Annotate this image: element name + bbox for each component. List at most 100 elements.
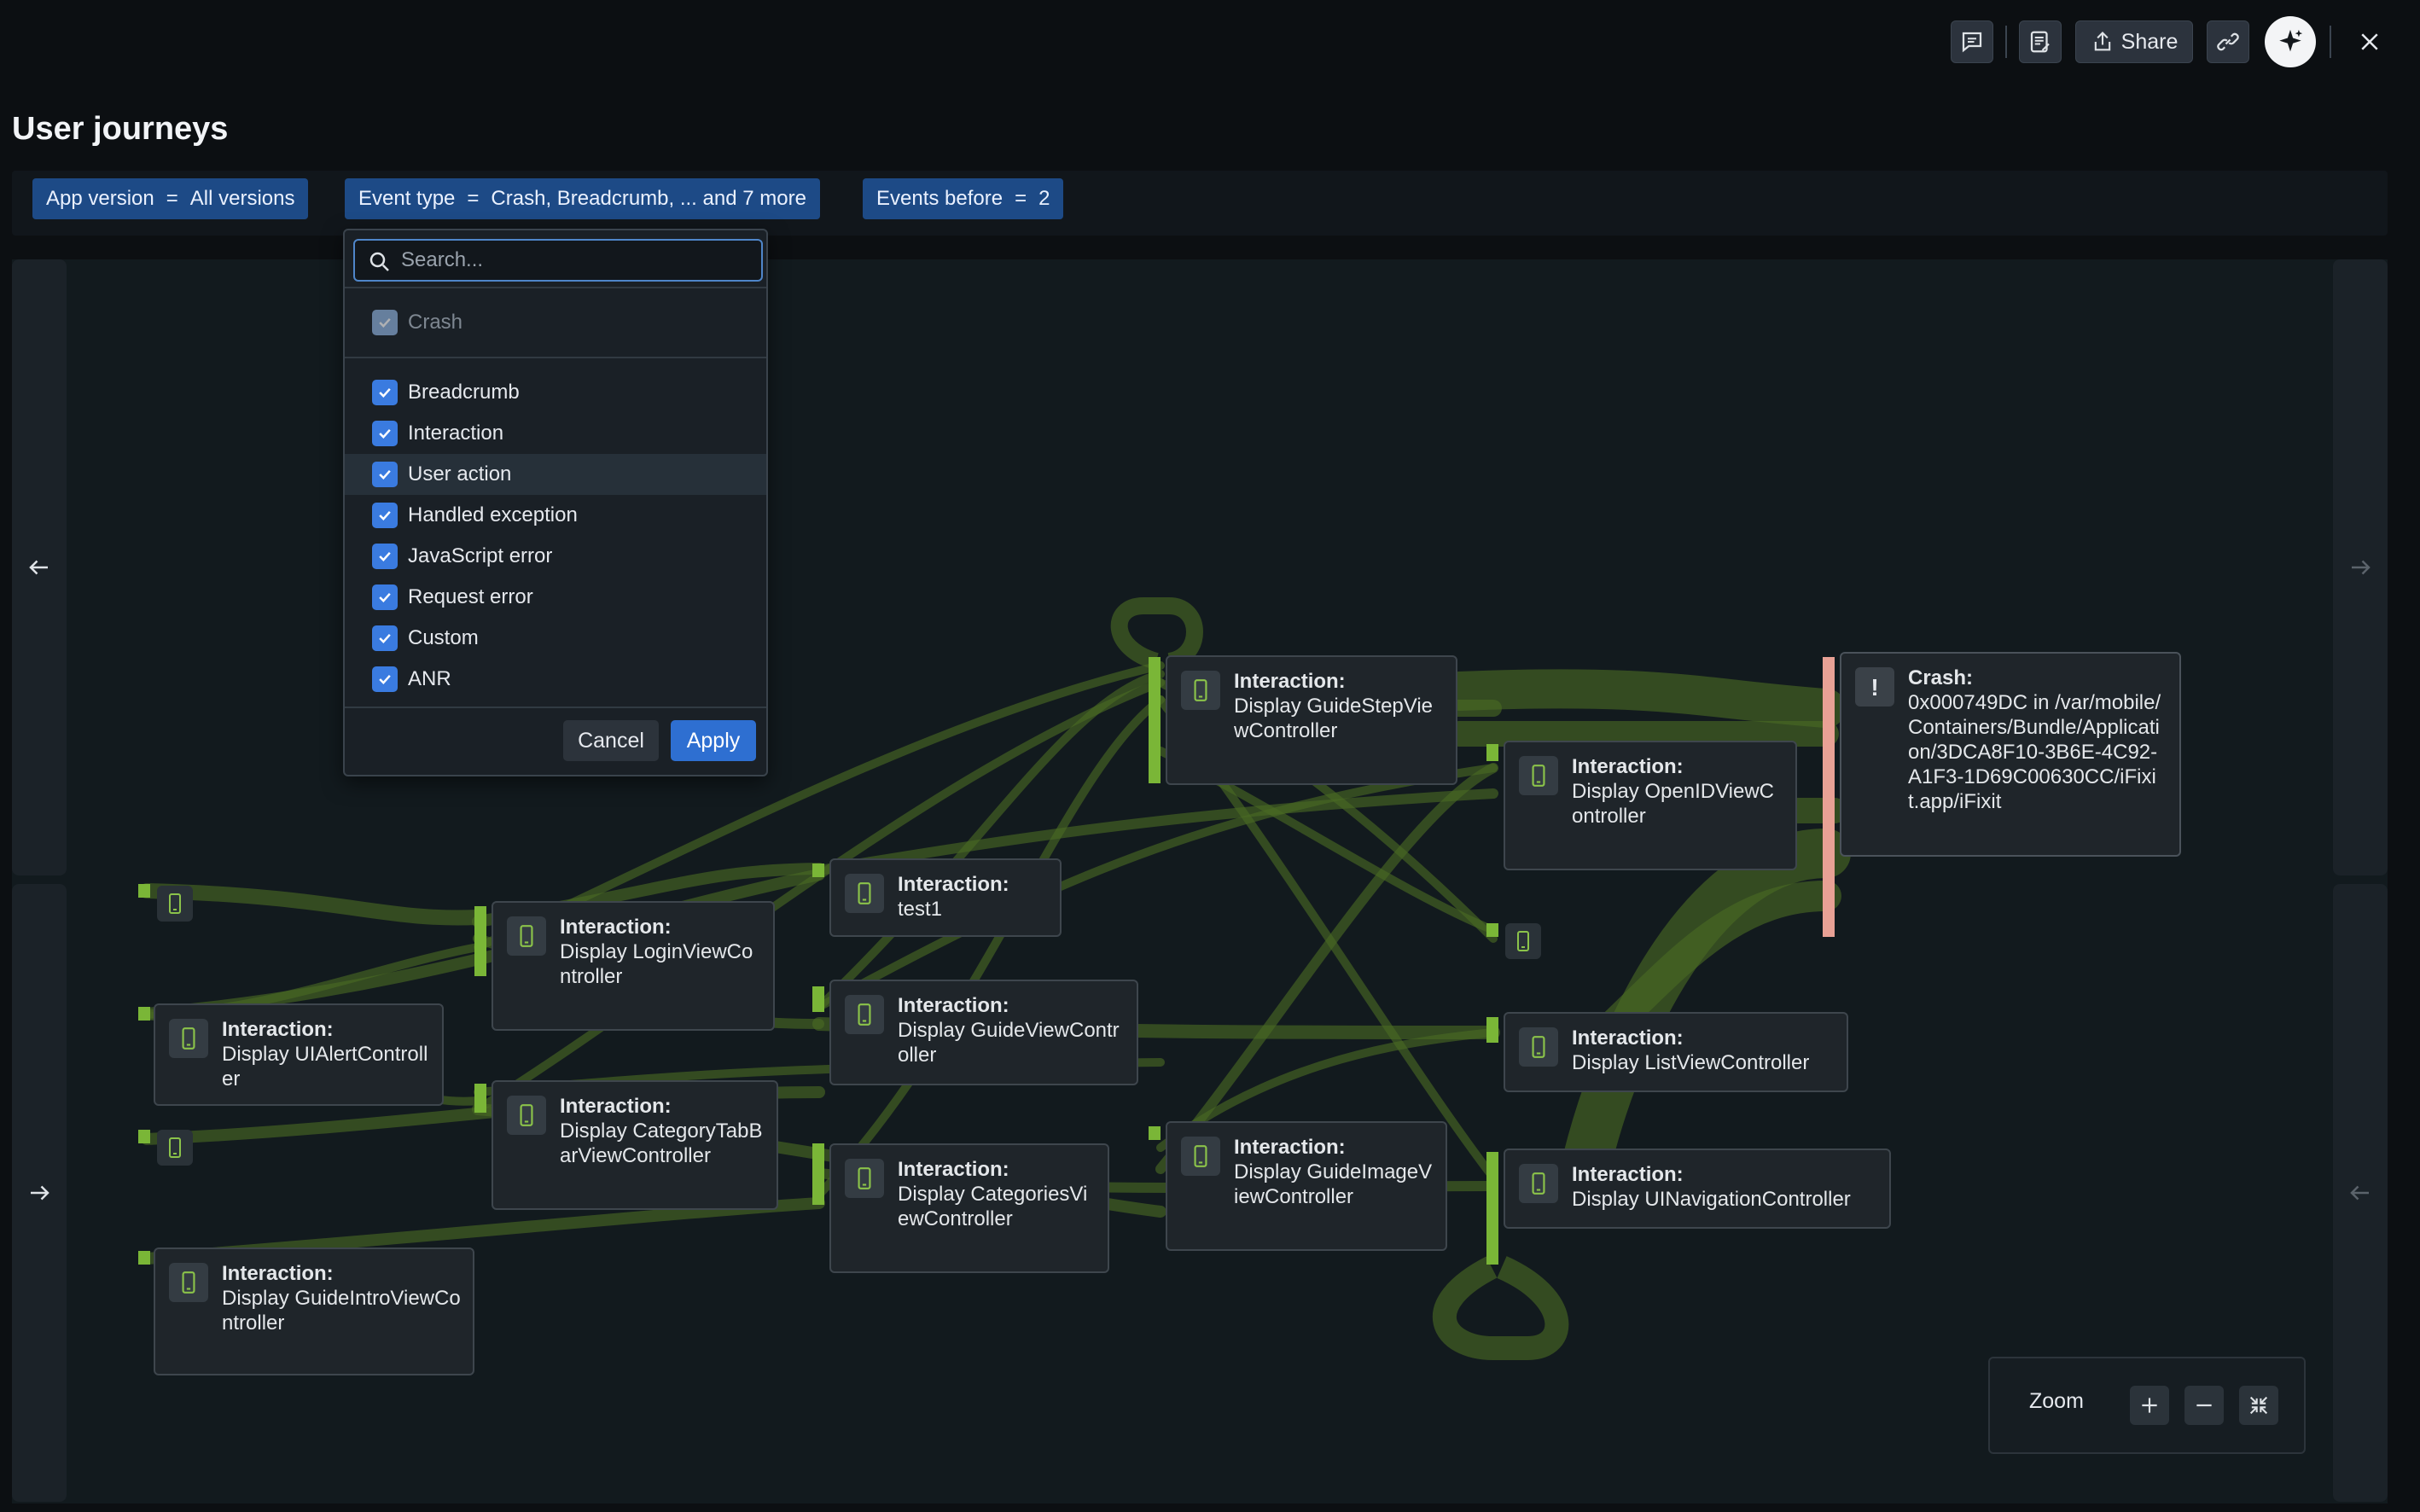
option-handled-exception[interactable]: Handled exception xyxy=(345,495,766,536)
phone-icon xyxy=(169,893,181,914)
filter-chip-events-before[interactable]: Events before = 2 xyxy=(863,178,1064,219)
node-title: Interaction: xyxy=(1572,1163,1684,1186)
event-node-guideview[interactable]: Interaction: Display GuideViewController xyxy=(829,980,1138,1085)
scroll-left-bottom-button[interactable] xyxy=(2333,884,2388,1502)
arrow-left-icon xyxy=(29,560,48,575)
node-detail: Display LoginViewController xyxy=(560,940,753,988)
option-label: Interaction xyxy=(408,422,504,445)
scroll-right-top-button[interactable] xyxy=(2333,259,2388,875)
search-input[interactable] xyxy=(399,247,761,273)
option-label: ANR xyxy=(408,667,451,690)
checkbox-checked-icon[interactable] xyxy=(372,421,398,446)
phone-icon xyxy=(1519,1027,1558,1067)
event-node-mini[interactable] xyxy=(157,1130,193,1166)
checkbox-checked-icon[interactable] xyxy=(372,544,398,569)
event-node-mini[interactable] xyxy=(157,886,193,922)
phone-icon xyxy=(845,995,884,1034)
collapse-icon xyxy=(2249,1396,2268,1415)
option-custom[interactable]: Custom xyxy=(345,618,766,659)
option-user-action[interactable]: User action xyxy=(345,454,766,495)
checkbox-checked-icon[interactable] xyxy=(372,584,398,610)
node-title: Interaction: xyxy=(1234,670,1346,693)
arrow-right-icon xyxy=(31,1185,49,1201)
search-field[interactable] xyxy=(353,239,763,282)
event-node-mini[interactable] xyxy=(1505,923,1541,959)
scroll-right-bottom-button[interactable] xyxy=(12,884,67,1502)
cancel-button[interactable]: Cancel xyxy=(563,720,659,761)
event-node-guideintro[interactable]: Interaction: Display GuideIntroViewContr… xyxy=(154,1247,474,1375)
event-node-listview[interactable]: Interaction: Display ListViewController xyxy=(1504,1012,1848,1092)
event-node-categorytabbar[interactable]: Interaction: Display CategoryTabBarViewC… xyxy=(492,1080,778,1210)
node-detail: Display GuideIntroViewController xyxy=(222,1287,461,1335)
checkbox-checked-icon[interactable] xyxy=(372,625,398,651)
option-javascript-error[interactable]: JavaScript error xyxy=(345,536,766,577)
checkbox-checked-icon xyxy=(372,310,398,335)
crash-node[interactable]: ! Crash: 0x000749DC in /var/mobile/Conta… xyxy=(1840,652,2181,857)
filter-key: App version xyxy=(46,187,154,210)
node-detail: 0x000749DC in /var/mobile/Containers/Bun… xyxy=(1908,691,2161,813)
filter-value: All versions xyxy=(189,187,295,210)
event-node-test1[interactable]: Interaction: test1 xyxy=(829,858,1062,937)
event-node-uinavigation[interactable]: Interaction: Display UINavigationControl… xyxy=(1504,1149,1891,1229)
event-node-categories[interactable]: Interaction: Display CategoriesViewContr… xyxy=(829,1143,1109,1273)
zoom-panel: Zoom xyxy=(1988,1357,2306,1454)
comment-icon xyxy=(1962,32,1982,53)
filter-key: Event type xyxy=(358,187,456,210)
minus-icon xyxy=(2196,1404,2212,1407)
node-detail: Display UINavigationController xyxy=(1572,1188,1851,1211)
comment-button[interactable] xyxy=(1951,20,1993,63)
checkbox-checked-icon[interactable] xyxy=(372,462,398,487)
event-type-dropdown: Crash Breadcrumb Interaction User action… xyxy=(343,229,768,776)
checkbox-checked-icon[interactable] xyxy=(372,380,398,405)
phone-icon xyxy=(845,874,884,913)
filter-operator: = xyxy=(1015,187,1027,210)
share-icon xyxy=(2094,32,2110,51)
zoom-in-button[interactable] xyxy=(2130,1386,2169,1425)
event-node-uialert[interactable]: Interaction: Display UIAlertController xyxy=(154,1003,444,1106)
notes-icon xyxy=(2030,31,2050,53)
node-title: Interaction: xyxy=(1572,1026,1684,1050)
option-anr[interactable]: ANR xyxy=(345,659,766,700)
node-detail: test1 xyxy=(898,898,943,921)
phone-icon xyxy=(507,1096,546,1135)
filter-key: Events before xyxy=(876,187,1003,210)
event-node-login[interactable]: Interaction: Display LoginViewController xyxy=(492,901,775,1031)
sparkle-icon xyxy=(2279,29,2303,52)
divider xyxy=(345,707,766,708)
toolbar-divider xyxy=(2005,26,2007,58)
option-request-error[interactable]: Request error xyxy=(345,577,766,618)
top-toolbar: Share xyxy=(0,0,2420,85)
filter-chip-app-version[interactable]: App version = All versions xyxy=(32,178,309,219)
option-label: Custom xyxy=(408,626,479,649)
filter-value: 2 xyxy=(1038,187,1050,210)
filter-operator: = xyxy=(467,187,480,210)
node-title: Interaction: xyxy=(898,873,1009,896)
arrow-right-icon xyxy=(2352,560,2371,575)
apply-button[interactable]: Apply xyxy=(671,720,756,761)
option-label: Crash xyxy=(408,311,463,334)
zoom-out-button[interactable] xyxy=(2184,1386,2224,1425)
page-title: User journeys xyxy=(12,111,229,147)
event-node-guidestep[interactable]: Interaction: Display GuideStepViewContro… xyxy=(1166,655,1457,785)
ai-assistant-button[interactable] xyxy=(2265,16,2316,67)
node-title: Crash: xyxy=(1908,666,1974,689)
filter-chip-event-type[interactable]: Event type = Crash, Breadcrumb, ... and … xyxy=(345,178,820,219)
close-button[interactable] xyxy=(2350,22,2389,61)
node-detail: Display GuideImageViewController xyxy=(1234,1160,1433,1208)
phone-icon xyxy=(507,916,546,956)
phone-icon xyxy=(169,1137,181,1158)
copy-link-button[interactable] xyxy=(2207,20,2249,63)
option-interaction[interactable]: Interaction xyxy=(345,413,766,454)
zoom-fit-button[interactable] xyxy=(2239,1386,2278,1425)
checkbox-checked-icon[interactable] xyxy=(372,666,398,692)
option-breadcrumb[interactable]: Breadcrumb xyxy=(345,372,766,413)
share-button[interactable]: Share xyxy=(2075,20,2193,63)
node-title: Interaction: xyxy=(898,1158,1009,1181)
checkbox-checked-icon[interactable] xyxy=(372,503,398,528)
option-label: Breadcrumb xyxy=(408,381,520,404)
event-node-openid[interactable]: Interaction: Display OpenIDViewControlle… xyxy=(1504,741,1797,870)
node-title: Interaction: xyxy=(222,1018,334,1041)
event-node-guideimage[interactable]: Interaction: Display GuideImageViewContr… xyxy=(1166,1121,1447,1251)
scroll-left-top-button[interactable] xyxy=(12,259,67,875)
notes-button[interactable] xyxy=(2019,20,2062,63)
